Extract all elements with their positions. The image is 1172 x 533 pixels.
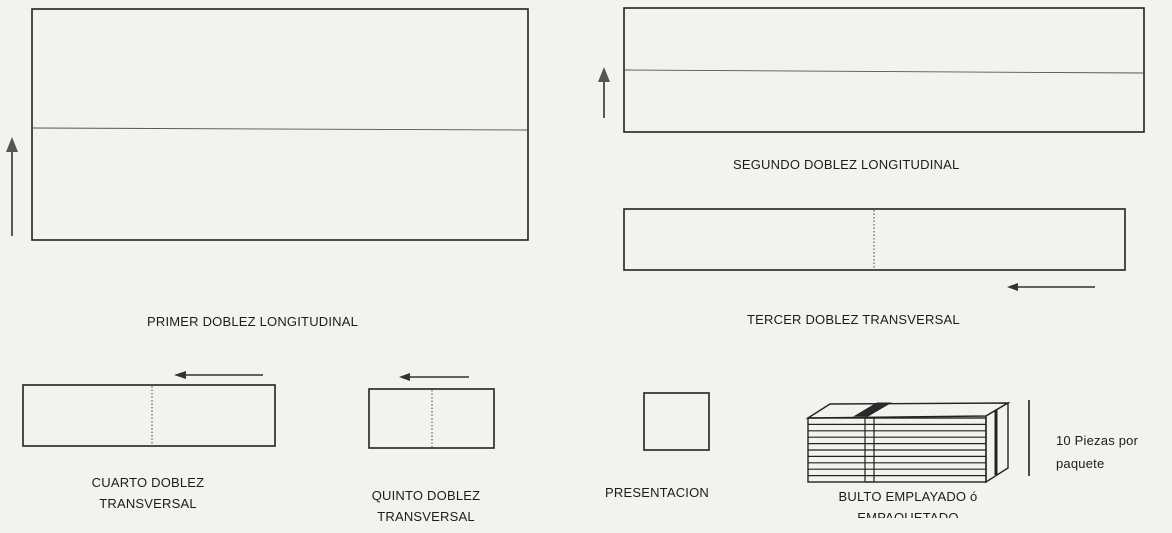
label-tercer-doblez: TERCER DOBLEZ TRANSVERSAL <box>747 312 960 327</box>
label-cuarto-line1: CUARTO DOBLEZ <box>91 475 205 490</box>
fold-step-5 <box>368 373 495 449</box>
bundle-strap <box>853 402 892 417</box>
sheet-outline-2 <box>623 7 1145 133</box>
label-cuarto-doblez: CUARTO DOBLEZ TRANSVERSAL <box>68 472 228 514</box>
folded-piece-outline <box>643 392 710 451</box>
label-cuarto-line2: TRANSVERSAL <box>99 496 197 511</box>
fold-line-longitudinal-2 <box>624 69 1144 74</box>
label-bulto: BULTO EMPLAYADO ó EMPAQUETADO <box>800 486 1016 518</box>
label-segundo-doblez: SEGUNDO DOBLEZ LONGITUDINAL <box>733 157 960 172</box>
up-arrow-icon <box>598 67 610 118</box>
fold-step-3 <box>623 208 1126 291</box>
bundle-front-face <box>807 417 987 483</box>
sheet-outline-3 <box>623 208 1126 271</box>
sheet-outline-4 <box>22 384 276 447</box>
fold-line-longitudinal-1 <box>32 127 528 131</box>
label-presentacion: PRESENTACION <box>605 485 710 500</box>
label-primer-doblez: PRIMER DOBLEZ LONGITUDINAL <box>147 314 359 329</box>
label-piezas: 10 Piezas por paquete <box>1056 429 1171 475</box>
fold-step-presentation <box>643 392 710 451</box>
fold-step-4 <box>22 371 276 447</box>
bundle-top-face <box>805 402 1011 419</box>
up-arrow-icon <box>6 137 18 236</box>
label-bulto-line2: EMPAQUETADO <box>857 510 959 518</box>
left-arrow-icon <box>1007 283 1095 291</box>
label-piezas-line1: 10 Piezas por <box>1056 433 1139 448</box>
fold-step-2 <box>598 7 1145 133</box>
left-arrow-icon <box>174 371 263 379</box>
label-piezas-line2: paquete <box>1056 456 1105 471</box>
bundle-front-strap <box>864 417 875 483</box>
fold-step-1 <box>6 8 529 241</box>
left-arrow-icon <box>399 373 469 381</box>
label-bulto-line1: BULTO EMPLAYADO ó <box>838 489 978 504</box>
label-quinto-line1: QUINTO DOBLEZ <box>371 488 481 503</box>
label-quinto-doblez: QUINTO DOBLEZ TRANSVERSAL <box>346 485 506 527</box>
label-quinto-line2: TRANSVERSAL <box>377 509 475 524</box>
bundle-stack-icon <box>805 401 1011 484</box>
sheet-outline-5 <box>368 388 495 449</box>
sheet-outline-1 <box>31 8 529 241</box>
